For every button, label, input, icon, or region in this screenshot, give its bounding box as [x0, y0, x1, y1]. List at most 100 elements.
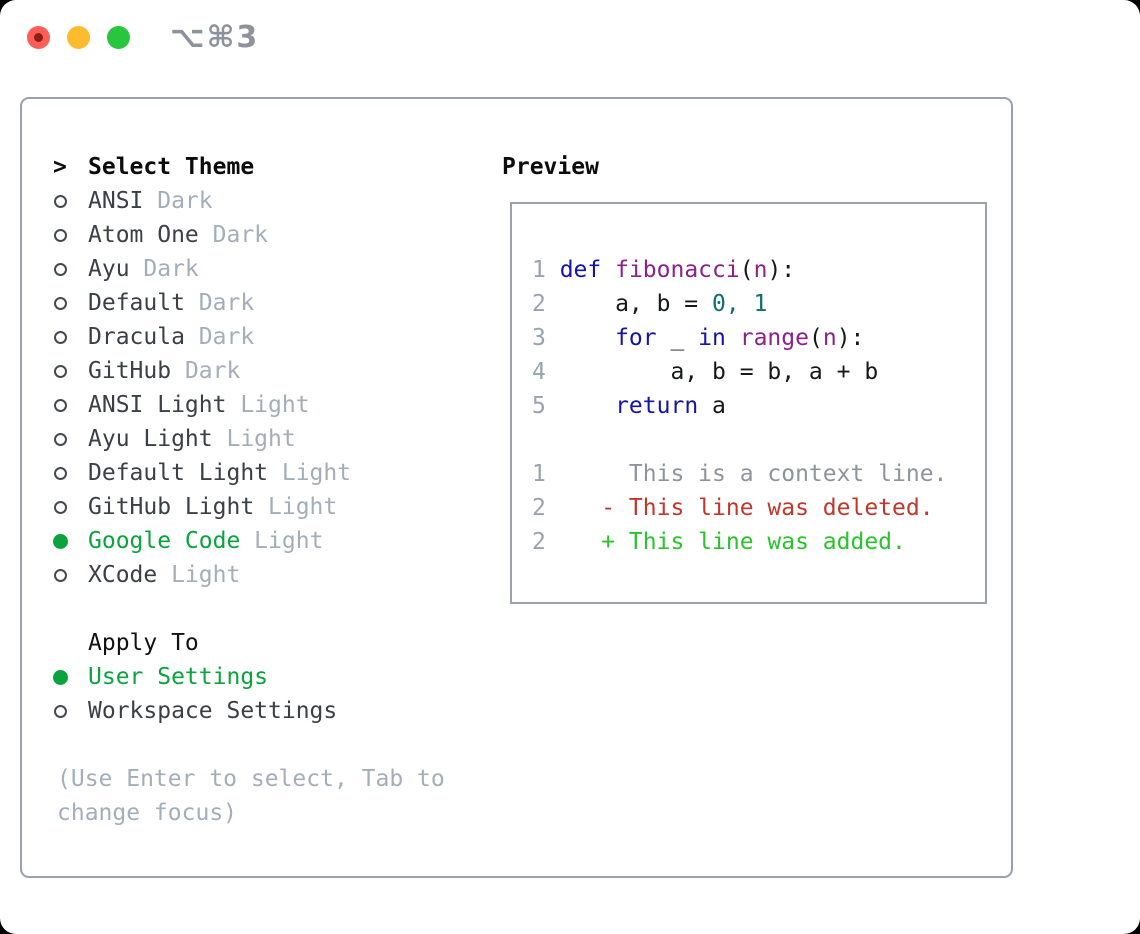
spacer — [53, 592, 493, 626]
theme-variant-label: Dark — [129, 256, 199, 282]
code-segment — [601, 253, 615, 287]
line-number: 4 — [532, 359, 546, 385]
code-segment: a, b = — [559, 291, 713, 317]
code-segment: return — [615, 393, 699, 419]
radio-unselected-icon — [54, 568, 67, 582]
theme-option[interactable]: Google Code Light — [53, 524, 493, 558]
radio-unselected-icon — [54, 398, 67, 412]
apply-to-option[interactable]: Workspace Settings — [53, 694, 493, 728]
theme-variant-label: Light — [226, 392, 310, 418]
code-segment: in — [698, 325, 726, 351]
theme-variant-label: Light — [212, 426, 296, 452]
code-line: 4 a, b = b, a + b — [532, 355, 985, 389]
apply-to-title: Apply To — [88, 630, 199, 656]
radio-unselected-icon — [54, 330, 67, 344]
select-theme-header: > Select Theme — [53, 150, 493, 184]
spacer — [53, 728, 493, 762]
radio-unselected-icon — [54, 466, 67, 480]
option-label: User Settings — [88, 664, 269, 690]
apply-to-option[interactable]: User Settings — [53, 660, 493, 694]
theme-option[interactable]: Default Dark — [53, 286, 493, 320]
option-label: GitHub Light — [88, 494, 255, 520]
radio-unselected-icon — [54, 500, 67, 514]
theme-variant-label: Dark — [171, 358, 241, 384]
code-segment — [560, 321, 615, 355]
code-segment: This is a context line. — [559, 461, 948, 487]
line-number: 3 — [532, 325, 546, 351]
option-label: Workspace Settings — [88, 698, 338, 724]
code-segment: ): — [836, 325, 865, 351]
line-number: 1 — [532, 257, 546, 283]
code-segment: ): — [767, 257, 796, 283]
radio-unselected-icon — [54, 194, 67, 208]
window-shortcut-label: ⌥⌘3 — [170, 19, 260, 55]
option-label: Default Light — [88, 460, 269, 486]
code-line: 2 - This line was deleted. — [532, 491, 985, 525]
radio-unselected-icon — [54, 432, 67, 446]
radio-unselected-icon — [54, 296, 67, 310]
line-number: 2 — [532, 529, 546, 555]
theme-variant-label: Light — [157, 562, 241, 588]
maximize-button[interactable] — [107, 25, 130, 49]
theme-variant-label: Light — [254, 494, 338, 520]
theme-variant-label: Light — [240, 528, 324, 554]
theme-option[interactable]: Ayu Light Light — [53, 422, 493, 456]
theme-option[interactable]: ANSI Dark — [53, 184, 493, 218]
help-text: (Use Enter to select, Tab to change focu… — [57, 766, 445, 826]
radio-selected-icon — [53, 669, 68, 685]
theme-option[interactable]: GitHub Light Light — [53, 490, 493, 524]
theme-option[interactable]: Ayu Dark — [53, 252, 493, 286]
theme-option[interactable]: Dracula Dark — [53, 320, 493, 354]
radio-unselected-icon — [54, 364, 67, 378]
code-segment: - This line was deleted. — [559, 495, 934, 521]
line-number: 2 — [532, 495, 546, 521]
theme-option[interactable]: XCode Light — [53, 558, 493, 592]
theme-variant-label: Dark — [198, 222, 269, 248]
theme-option[interactable]: GitHub Dark — [53, 354, 493, 388]
option-label: Google Code — [88, 528, 241, 554]
theme-variant-label: Dark — [143, 188, 213, 214]
code-segment: for — [615, 325, 657, 351]
code-segment — [726, 321, 740, 355]
theme-option[interactable]: Default Light Light — [53, 456, 493, 490]
close-button[interactable] — [27, 25, 50, 49]
theme-variant-label: Light — [268, 460, 352, 486]
option-label: GitHub — [88, 358, 172, 384]
code-segment: ( — [808, 325, 823, 351]
focus-prompt-icon: > — [53, 154, 67, 180]
apply-to-header: Apply To — [53, 626, 493, 660]
code-line — [532, 423, 985, 457]
select-theme-title: Select Theme — [88, 154, 255, 180]
line-number: 1 — [532, 461, 546, 487]
minimize-button[interactable] — [67, 25, 90, 49]
code-segment: ( — [739, 257, 754, 283]
code-segment: a — [698, 393, 726, 419]
preview-title: Preview — [502, 154, 599, 180]
radio-selected-icon — [53, 533, 68, 549]
theme-option[interactable]: ANSI Light Light — [53, 388, 493, 422]
theme-variant-label: Dark — [184, 290, 255, 316]
code-segment: 0, 1 — [712, 291, 768, 317]
code-line: 2 a, b = 0, 1 — [532, 287, 985, 321]
code-segment: fibonacci — [615, 257, 740, 283]
code-segment: range — [739, 325, 809, 351]
radio-unselected-icon — [54, 228, 67, 242]
radio-unselected-icon — [54, 262, 67, 276]
code-segment: + This line was added. — [559, 529, 906, 555]
code-segment — [560, 389, 615, 423]
code-segment: _ — [656, 325, 699, 351]
option-label: XCode — [88, 562, 158, 588]
code-segment: def — [559, 257, 602, 283]
code-segment: n — [753, 257, 768, 283]
theme-option[interactable]: Atom One Dark — [53, 218, 493, 252]
line-number: 2 — [532, 291, 546, 317]
code-line: 5 return a — [532, 389, 985, 423]
title-bar: ⌥⌘3 — [0, 0, 1140, 74]
code-segment: a, b = b, a + b — [559, 359, 879, 385]
